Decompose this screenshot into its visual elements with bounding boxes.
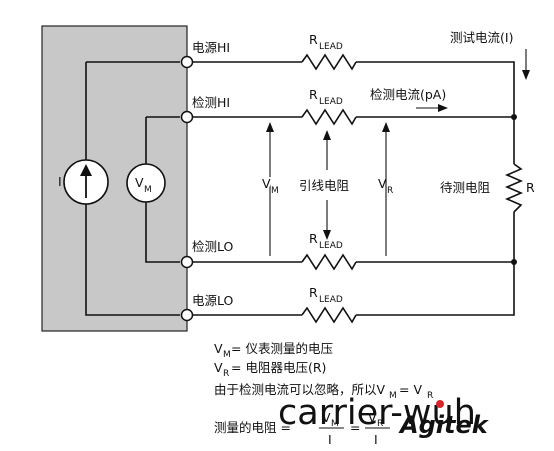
lead-resistor-4 [301, 306, 357, 324]
svg-text:V: V [214, 341, 223, 356]
svg-text:V: V [214, 360, 223, 375]
dut-label: 待测电阻 [440, 180, 491, 195]
svg-text:R: R [223, 369, 229, 379]
svg-text:由于检测电流可以忽略，所以V: 由于检测电流可以忽略，所以V [214, 382, 386, 397]
svg-text:R: R [309, 231, 318, 246]
svg-text:M: M [389, 391, 397, 401]
svg-text:LEAD: LEAD [319, 295, 343, 305]
svg-text:测量的电阻 =: 测量的电阻 = [214, 420, 291, 435]
brand-dot-icon [436, 400, 444, 408]
brand-logo-text: Agitek [398, 411, 490, 439]
current-source-loop [85, 61, 180, 316]
svg-text:V: V [262, 176, 271, 191]
svg-text:I: I [328, 432, 332, 447]
equation-vm: V M = 仪表测量的电压 [214, 341, 333, 360]
terminal-label-source-lo: 电源LO [192, 293, 234, 308]
voltmeter-subscript: M [144, 185, 152, 195]
equation-measured-resistance: 测量的电阻 = V M I = V R I [214, 410, 390, 447]
terminal-sense-lo [180, 255, 194, 269]
equation-negligible: 由于检测电流可以忽略，所以V M = V R [214, 382, 433, 401]
vr-label: V R [378, 176, 393, 196]
test-current-label: 测试电流(I) [450, 30, 513, 45]
vm-arrow-icon [266, 122, 274, 256]
junction-top [511, 114, 517, 120]
svg-text:V: V [262, 176, 271, 191]
svg-text:R: R [309, 285, 318, 300]
svg-text:M: M [223, 350, 231, 360]
lead-arrow-up-icon [323, 130, 331, 170]
lead-resistor-3 [301, 253, 357, 271]
svg-text:=: = [350, 420, 360, 435]
sense-current-arrow-icon [416, 104, 448, 112]
current-source [63, 159, 109, 205]
dut-resistor [504, 163, 524, 213]
lead-label-2: R LEAD [309, 87, 343, 107]
source-hi-wire [187, 61, 515, 114]
lead-resistor-1 [301, 53, 357, 71]
svg-text:I: I [374, 432, 378, 447]
svg-text:LEAD: LEAD [319, 97, 343, 107]
svg-text:R: R [309, 87, 318, 102]
lead-resistor-2 [301, 108, 357, 126]
voltmeter-label: V [135, 175, 144, 190]
terminal-label-source-hi: 电源HI [192, 40, 230, 55]
terminal-source-lo [180, 308, 194, 322]
terminal-label-sense-lo: 检测LO [192, 239, 234, 254]
svg-text:LEAD: LEAD [319, 42, 343, 52]
svg-text:V: V [378, 176, 387, 191]
junction-bottom [511, 259, 517, 265]
lead-label-1: R LEAD [309, 32, 343, 52]
lead-arrow-down-icon [323, 200, 331, 240]
lead-label-4: R LEAD [309, 285, 343, 305]
svg-text:V: V [322, 410, 331, 425]
svg-text:M: M [271, 186, 279, 196]
lead-resistance-label: 引线电阻 [299, 178, 350, 193]
terminal-label-sense-hi: 检测HI [192, 95, 230, 110]
lead-label-3: R LEAD [309, 231, 343, 251]
svg-text:M: M [331, 419, 339, 429]
test-current-arrow-icon [522, 49, 530, 80]
watermark-brand: Agitek [398, 400, 490, 439]
svg-text:= V: = V [399, 382, 422, 397]
arrow-up-icon [80, 164, 92, 176]
svg-text:LEAD: LEAD [319, 241, 343, 251]
equation-vr: V R = 电阻器电压(R) [214, 360, 326, 379]
watermark-carrier: carrier-wuh [278, 393, 476, 433]
svg-text:R: R [427, 391, 433, 401]
current-source-label: I [58, 174, 62, 189]
svg-text:R: R [387, 186, 393, 196]
source-lo-wire [187, 262, 515, 316]
voltmeter-loop [145, 116, 180, 263]
svg-text:V: V [368, 410, 377, 425]
sense-current-label: 检测电流(pA) [370, 87, 446, 102]
vm-label: V V M [260, 174, 279, 196]
voltmeter: V M [126, 163, 166, 203]
terminal-source-hi [180, 55, 194, 69]
terminal-sense-hi [180, 110, 194, 124]
svg-text:= 电阻器电压(R): = 电阻器电压(R) [231, 360, 326, 375]
svg-text:R: R [309, 32, 318, 47]
vr-arrow-icon [382, 122, 390, 256]
svg-text:= 仪表测量的电压: = 仪表测量的电压 [231, 341, 333, 356]
svg-text:R: R [377, 419, 383, 429]
dut-resistor-label: R [526, 180, 535, 195]
